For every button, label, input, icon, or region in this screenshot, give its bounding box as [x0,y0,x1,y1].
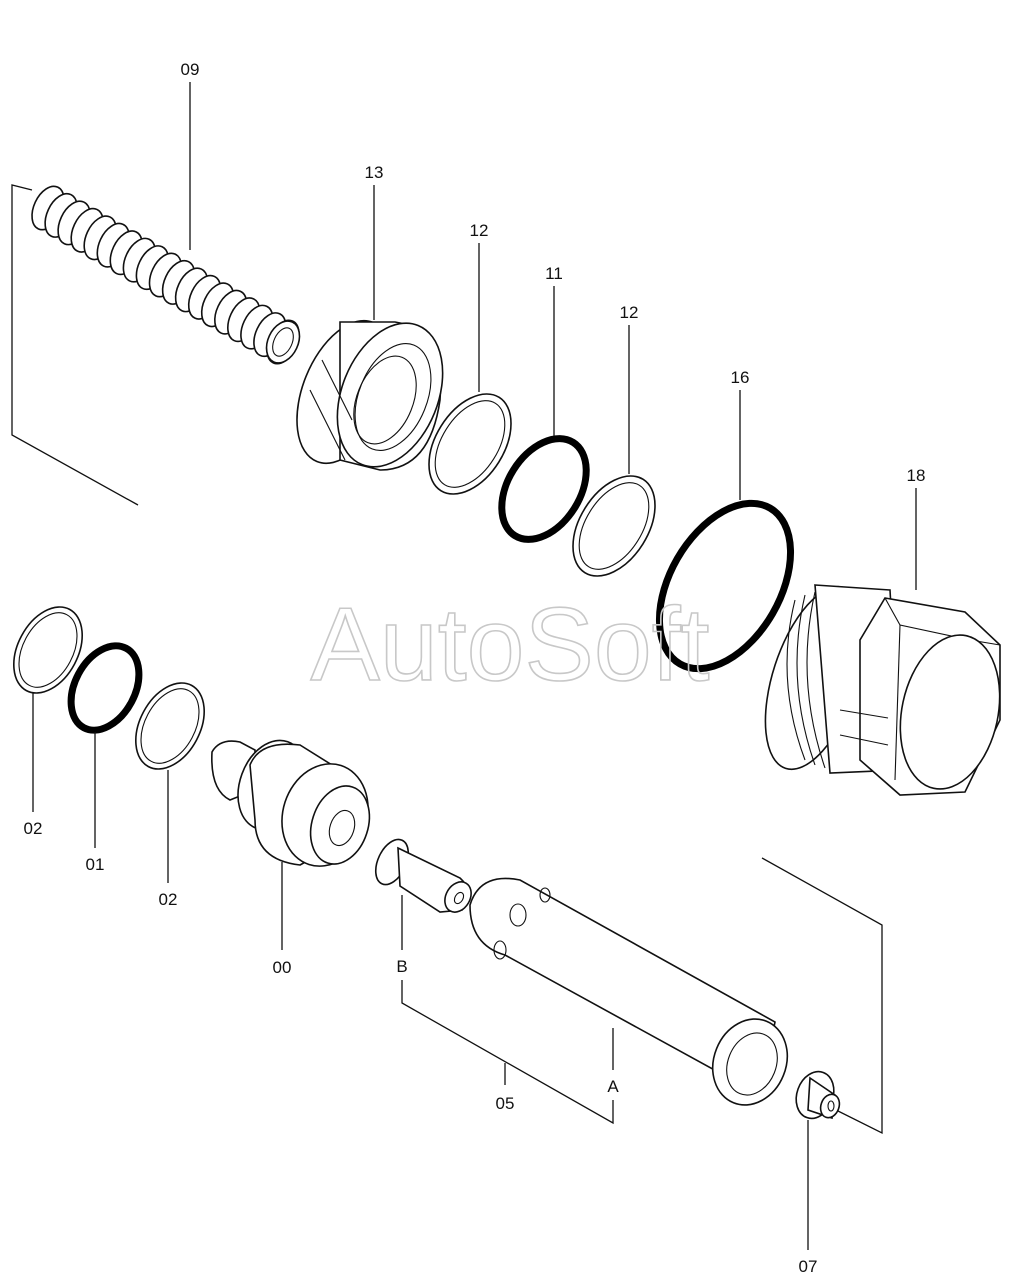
leader-lines [32,82,917,1250]
callout-13: 13 [365,163,384,182]
o-ring-11 [498,435,590,543]
callout-05: 05 [496,1094,515,1113]
callout-09: 09 [181,60,200,79]
callout-02-right: 02 [159,890,178,909]
sleeve-a [469,877,789,1106]
callout-12-left: 12 [470,221,489,240]
upper-group-bracket [11,184,139,506]
watermark-text: AutoSoft [311,587,710,703]
callout-02-left: 02 [24,819,43,838]
callout-18: 18 [907,466,926,485]
o-ring-16 [655,499,795,673]
callout-00: 00 [273,958,292,977]
callout-b: B [396,957,407,976]
callout-11: 11 [545,264,563,283]
backup-ring-02-left [13,606,83,694]
backup-ring-02-right [135,682,205,770]
backup-ring-12-right [572,475,656,577]
lower-group-bracket [761,857,883,1135]
pin-b [374,838,472,913]
callout-07: 07 [799,1257,818,1276]
backup-ring-12-left [428,393,512,495]
plug-07 [795,1070,841,1120]
callout-01: 01 [86,855,105,874]
spring-09 [31,185,301,365]
callout-16: 16 [731,368,750,387]
callout-a: A [607,1077,619,1096]
poppet-00 [211,739,371,867]
plug-18 [764,584,1001,796]
o-ring-01 [67,642,143,734]
callout-12-right: 12 [620,303,639,322]
bushing-13 [296,319,444,471]
callout-labels: 09 13 12 11 12 16 18 02 01 02 00 B 05 A … [24,60,926,1276]
